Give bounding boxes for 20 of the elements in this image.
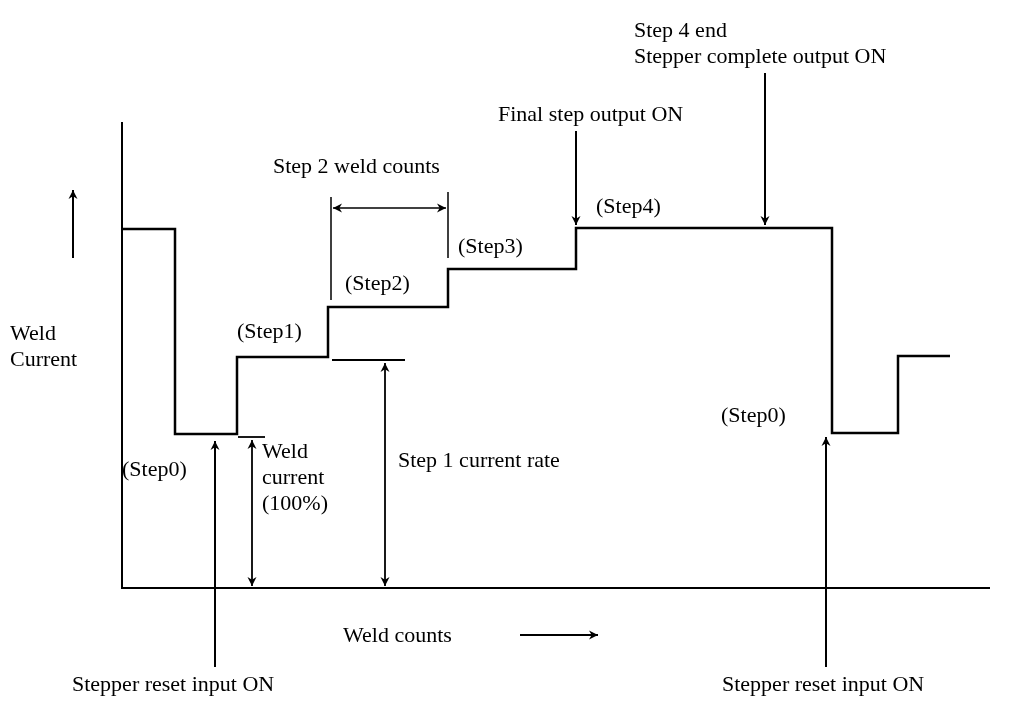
chart-label: Step 1 current rate <box>398 447 560 473</box>
leader-arrow <box>760 72 770 226</box>
leader-arrow <box>821 436 831 668</box>
chart-label: (Step2) <box>345 270 410 296</box>
chart-label: Step 2 weld counts <box>273 153 440 179</box>
annotation-text: Stepper reset input ON <box>722 671 925 697</box>
leader-arrow <box>571 130 581 226</box>
chart-label: Weld current (100%) <box>262 438 329 516</box>
annotation-text: Stepper complete output ON <box>634 43 887 69</box>
annotation-text: Step 4 end <box>634 17 728 43</box>
chart-label: Weld counts <box>343 622 452 648</box>
annotation-text: Final step output ON <box>498 101 684 127</box>
chart-label: (Step0) <box>122 456 187 482</box>
chart-label: (Step1) <box>237 318 302 344</box>
chart-label: (Step3) <box>458 233 523 259</box>
leader-arrow <box>210 440 220 668</box>
annotation-text: Stepper reset input ON <box>72 671 275 697</box>
chart-label: Weld Current <box>10 320 79 372</box>
chart-label: (Step4) <box>596 193 661 219</box>
chart-label: (Step0) <box>721 402 786 428</box>
